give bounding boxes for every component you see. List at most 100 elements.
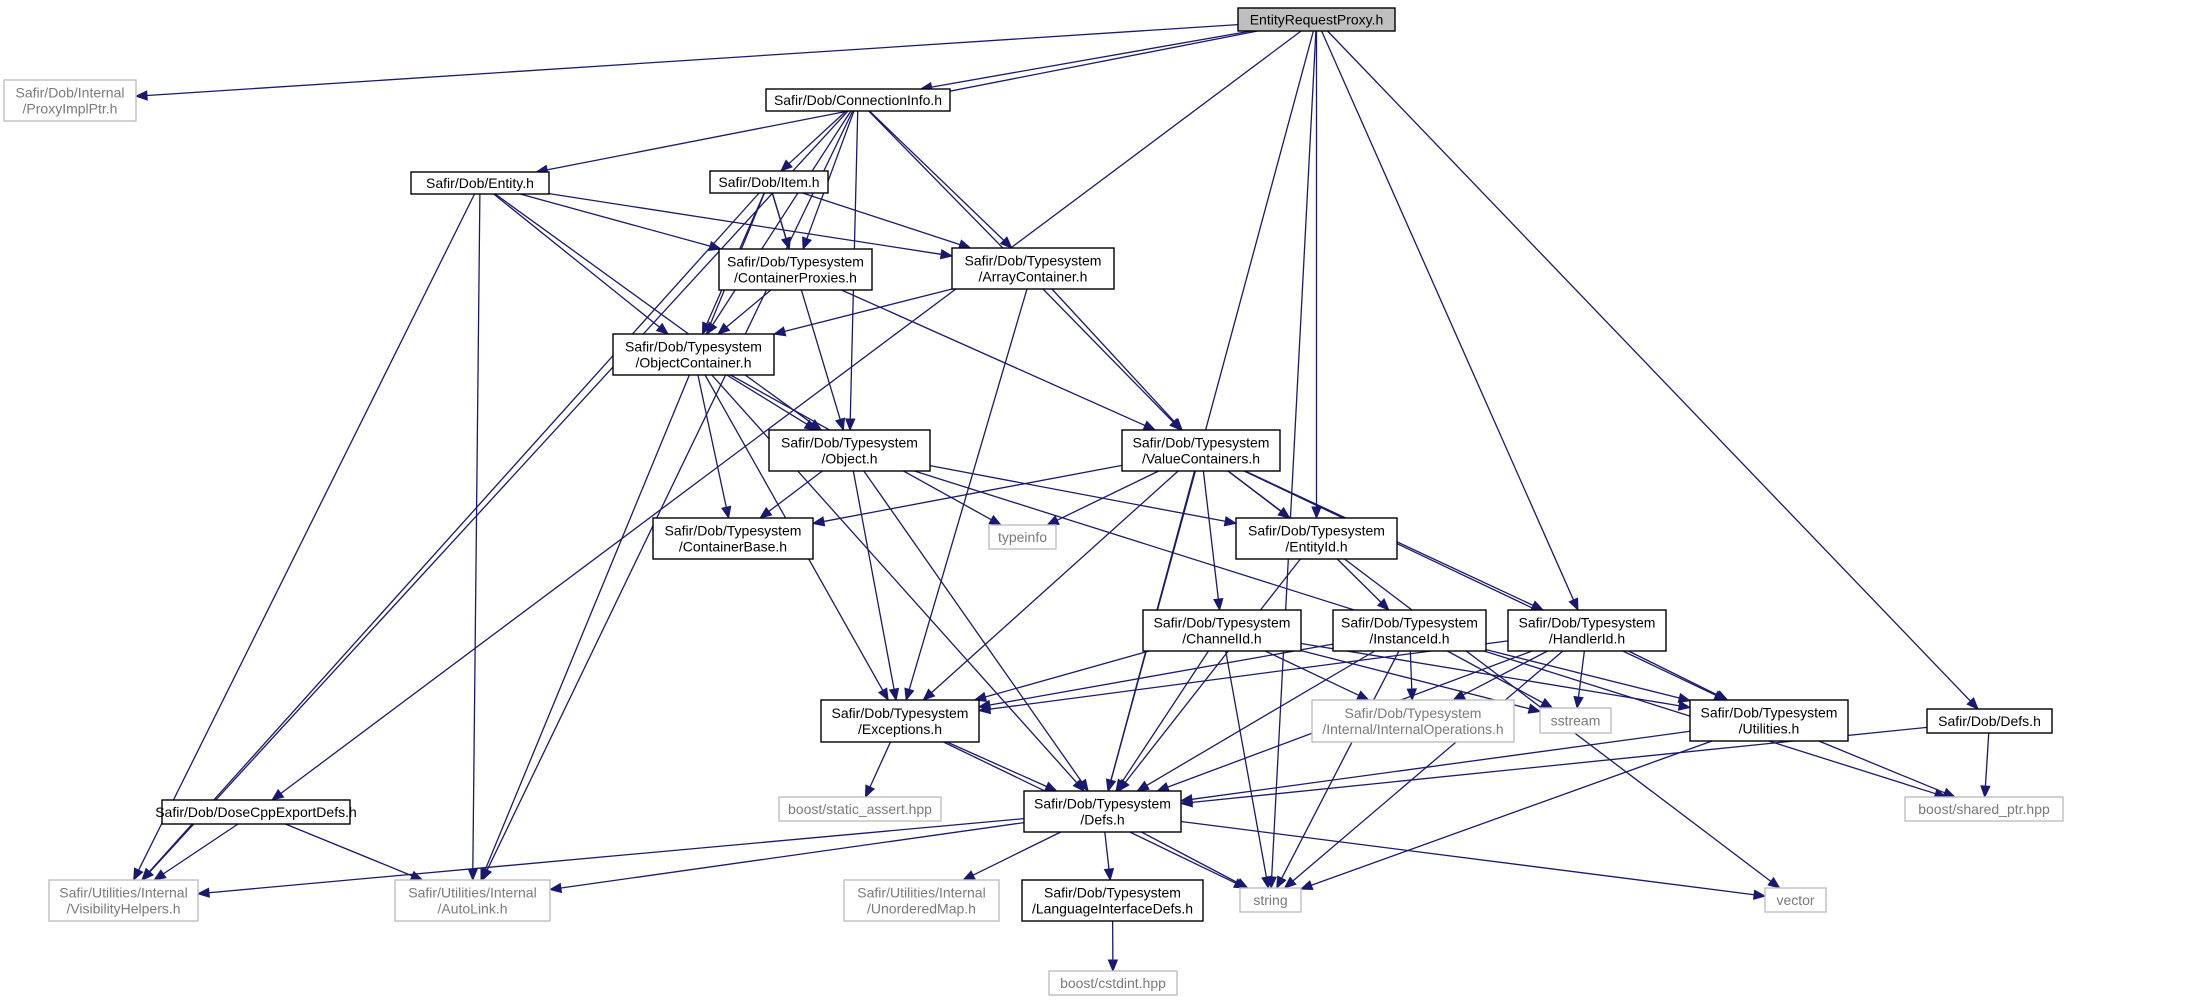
edge-arrowhead [888, 687, 900, 702]
edge-object-to-entityid [929, 465, 1238, 527]
node-exceptions[interactable]: Safir/Dob/Typesystem/Exceptions.h [820, 699, 980, 743]
edge-channelid-to-exceptions [973, 650, 1150, 702]
edge-line [946, 741, 1047, 788]
node-objcont[interactable]: Safir/Dob/Typesystem/ObjectContainer.h [612, 333, 775, 376]
edge-line [1984, 732, 1990, 787]
edge-line [841, 289, 1146, 427]
edge-arrowhead [196, 887, 210, 898]
edge-handlerid-to-string [1283, 650, 1564, 889]
edge-channelid-to-internalops [1264, 650, 1370, 701]
edge-valcont-to-exceptions [922, 470, 1179, 701]
node-label: string [1253, 892, 1287, 908]
edge-handlerid-to-utilities [1628, 650, 1729, 701]
node-label: /AutoLink.h [437, 901, 507, 917]
node-box [988, 524, 1057, 550]
edge-line [1311, 740, 1713, 886]
edge-arrowhead [1677, 692, 1692, 704]
edge-line [1225, 650, 1268, 878]
node-label: /ContainerBase.h [679, 539, 787, 555]
edge-channelid-to-sstream [1300, 649, 1542, 714]
node-langiface[interactable]: Safir/Dob/Typesystem/LanguageInterfaceDe… [1021, 879, 1204, 922]
node-label: Safir/Dob/Entity.h [426, 175, 534, 191]
node-dosecpp[interactable]: Safir/Dob/DoseCppExportDefs.h [155, 799, 357, 825]
node-utilities[interactable]: Safir/Dob/Typesystem/Utilities.h [1689, 699, 1849, 742]
edge-arrowhead [977, 703, 992, 715]
node-label: /InstanceId.h [1369, 631, 1449, 647]
edge-line [1409, 650, 1413, 690]
node-conninfo[interactable]: Safir/Dob/ConnectionInfo.h [765, 88, 951, 112]
edge-line [1180, 820, 1755, 896]
node-item[interactable]: Safir/Dob/Item.h [709, 170, 829, 194]
edge-item-to-object [771, 192, 846, 432]
edge-arrowhead [1677, 700, 1692, 711]
edge-arrowhead [1106, 778, 1117, 793]
edge-line [494, 193, 813, 425]
node-label: Safir/Dob/Typesystem [1701, 705, 1838, 721]
node-handlerid[interactable]: Safir/Dob/Typesystem/HandlerId.h [1507, 609, 1667, 652]
edge-line [1104, 831, 1110, 870]
node-arraycont[interactable]: Safir/Dob/Typesystem/ArrayContainer.h [951, 247, 1115, 290]
edge-tsdefs-to-vishelp [196, 817, 1025, 898]
edge-arrowhead [803, 419, 818, 431]
edge-arrowhead [701, 321, 712, 336]
node-contprox[interactable]: Safir/Dob/Typesystem/ContainerProxies.h [718, 248, 873, 291]
edge-line [1146, 650, 1376, 786]
edge-tsdefs-to-vector [1180, 820, 1767, 900]
node-box [1235, 517, 1398, 560]
edge-line [712, 110, 852, 326]
node-label: Safir/Dob/Item.h [718, 174, 819, 190]
node-root[interactable]: EntityRequestProxy.h [1237, 7, 1396, 32]
edge-conninfo-to-vishelp [141, 110, 849, 881]
node-valcont[interactable]: Safir/Dob/Typesystem/ValueContainers.h [1121, 429, 1281, 472]
edge-tsdefs-to-langiface [1103, 831, 1115, 882]
edge-arrowhead [708, 240, 723, 252]
edge-item-to-vishelp [141, 192, 760, 881]
edge-arrowhead [1527, 703, 1542, 714]
edge-arrowhead [1136, 780, 1150, 792]
edge-line [486, 110, 854, 871]
edge-line [989, 640, 1509, 710]
edge-line [1121, 650, 1210, 783]
edge-arrowhead [655, 322, 670, 335]
node-label: Safir/Dob/Typesystem [625, 339, 762, 355]
edge-valcont-to-typeinfo [1046, 470, 1159, 526]
edge-arrowhead [988, 514, 1003, 526]
node-sstream: sstream [1539, 707, 1612, 734]
node-entityid[interactable]: Safir/Dob/Typesystem/EntityId.h [1235, 517, 1398, 560]
edge-arrowhead [845, 418, 856, 432]
node-label: Safir/Dob/Defs.h [1938, 713, 2041, 729]
node-instanceid[interactable]: Safir/Dob/Typesystem/InstanceId.h [1332, 609, 1487, 652]
node-cstdint: boost/cstdint.hpp [1048, 970, 1178, 996]
node-label: /ProxyImplPtr.h [23, 101, 118, 117]
node-label: Safir/Dob/ConnectionInfo.h [774, 92, 942, 108]
edge-exceptions-to-staticassert [864, 741, 892, 799]
edge-entity-to-autolink [467, 193, 481, 882]
node-label: /UnorderedMap.h [867, 901, 976, 917]
edge-instanceid-to-utilities [1485, 649, 1692, 704]
node-object[interactable]: Safir/Dob/Typesystem/Object.h [768, 429, 931, 472]
edge-arrowhead [779, 159, 793, 172]
node-label: /Object.h [821, 451, 877, 467]
edge-line [1336, 558, 1382, 603]
node-label: Safir/Utilities/Internal [59, 885, 187, 901]
node-label: Safir/Dob/Typesystem [665, 523, 802, 539]
node-entity[interactable]: Safir/Dob/Entity.h [410, 171, 550, 195]
node-label: /LanguageInterfaceDefs.h [1032, 901, 1193, 917]
node-proxyimpl: Safir/Dob/Internal/ProxyImplPtr.h [3, 79, 137, 122]
edge-line [989, 643, 1334, 706]
edge-root-to-dobdefs [1327, 30, 1979, 710]
node-label: /Internal/InternalOperations.h [1322, 721, 1503, 737]
edge-arrowhead [939, 249, 954, 260]
edge-line [484, 192, 766, 871]
node-label: /ObjectContainer.h [636, 355, 752, 371]
node-tsdefs[interactable]: Safir/Dob/Typesystem/Defs.h [1023, 790, 1182, 833]
node-dobdefs[interactable]: Safir/Dob/Defs.h [1926, 708, 2053, 734]
node-box [1539, 707, 1612, 734]
node-channelid[interactable]: Safir/Dob/Typesystem/ChannelId.h [1142, 609, 1302, 652]
edge-arrowhead [1213, 597, 1224, 612]
edge-object-to-tsdefs [863, 470, 1089, 793]
edge-entityid-to-instanceid [1336, 558, 1390, 611]
node-contbase[interactable]: Safir/Dob/Typesystem/ContainerBase.h [652, 517, 814, 560]
edge-objcont-to-contbase [697, 374, 732, 520]
edge-line [137, 193, 476, 871]
